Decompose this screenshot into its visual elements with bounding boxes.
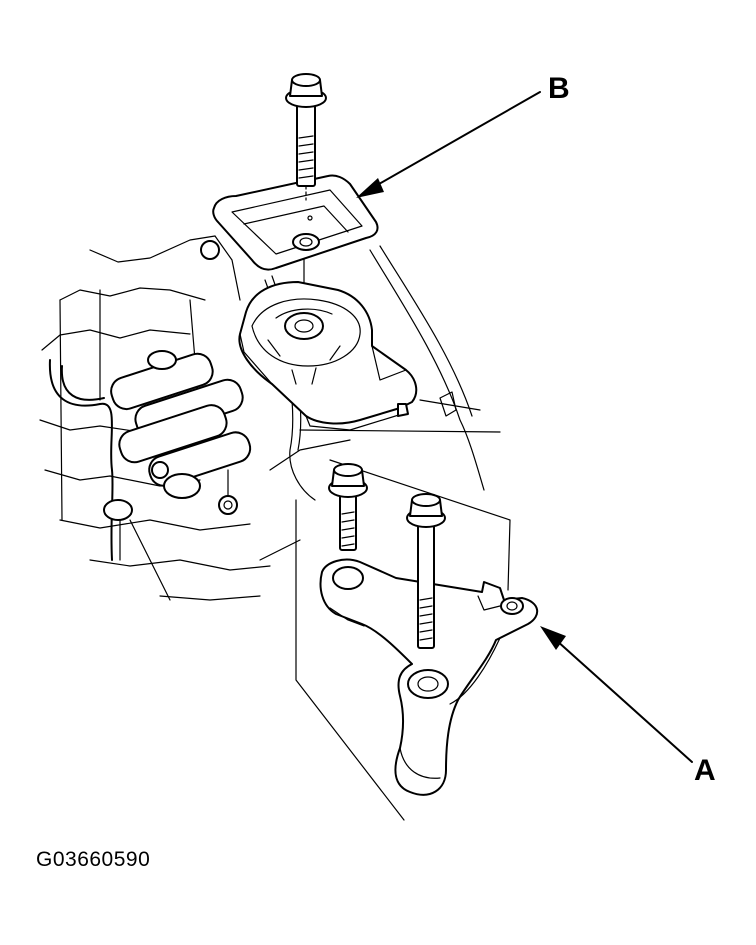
leader-arrow-a	[540, 626, 693, 763]
long-bolt	[406, 493, 446, 649]
frame-background	[299, 245, 501, 491]
callout-label-a: A	[694, 754, 716, 787]
rubber-mount	[238, 281, 418, 431]
upper-bolt	[285, 73, 327, 201]
stopper-bracket-b	[212, 174, 379, 271]
leader-arrow-b	[356, 91, 541, 198]
figure-id: G03660590	[36, 848, 151, 871]
callout-label-b: B	[548, 72, 570, 105]
short-bolt	[328, 463, 368, 551]
mount-bracket-a	[319, 558, 538, 796]
injector-group	[110, 350, 252, 499]
